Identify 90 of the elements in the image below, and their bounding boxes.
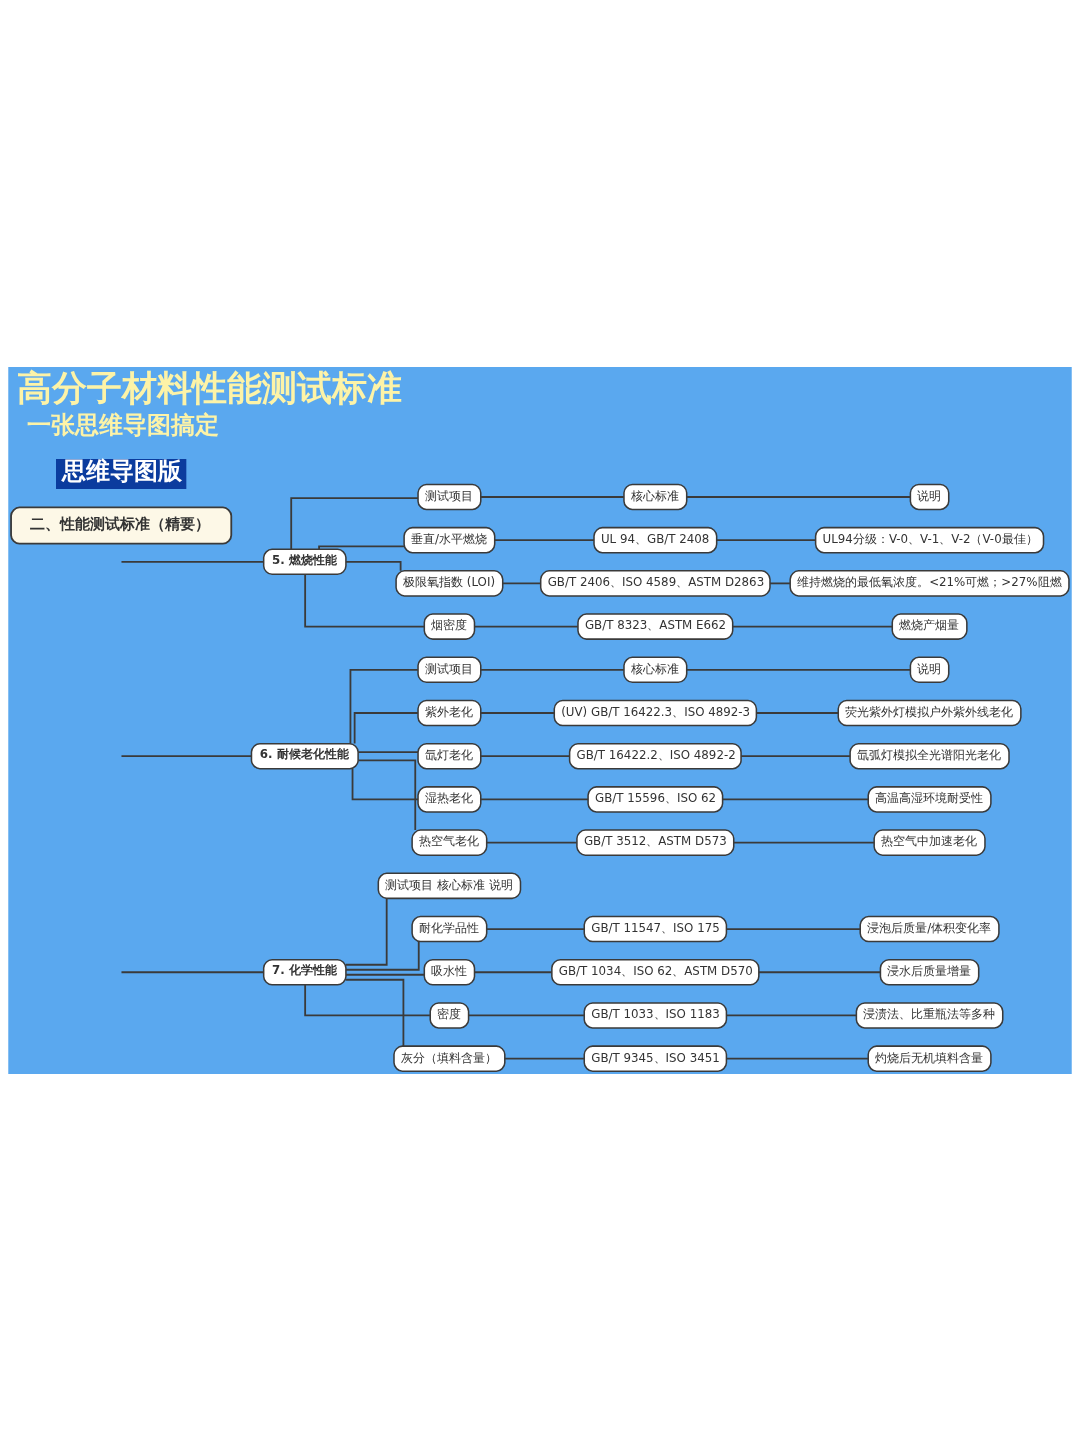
connector	[318, 545, 405, 550]
node-box: 吸水性	[423, 958, 476, 986]
connector	[480, 495, 625, 498]
node-box: GB/T 8323、ASTM E662	[577, 612, 734, 640]
connector	[725, 1057, 869, 1060]
node-box: 荧光紫外灯模拟户外紫外线老化	[837, 699, 1022, 726]
node-box: GB/T 2406、ISO 4589、ASTM D2863	[539, 569, 771, 597]
connector	[290, 496, 419, 550]
node-box: 浸泡后质量/体积变化率	[859, 915, 1000, 942]
connector	[345, 560, 402, 572]
node-box: GB/T 9345、ISO 3451	[583, 1044, 728, 1072]
connector	[480, 711, 556, 714]
node-box: 浸渍法、比重瓶法等多种	[855, 1001, 1004, 1029]
connector	[120, 560, 265, 563]
connector	[503, 1057, 585, 1060]
node-box: GB/T 11547、ISO 175	[583, 915, 728, 942]
connector	[480, 754, 571, 757]
connector	[304, 983, 431, 1016]
label: 一张思维导图搞定	[26, 410, 219, 439]
node-box: GB/T 1033、ISO 1183	[583, 1001, 728, 1029]
node-box: (UV) GB/T 16422.3、ISO 4892-3	[553, 699, 758, 726]
connector	[485, 927, 586, 930]
connector	[473, 625, 579, 627]
node-box: GB/T 3512、ASTM D573	[576, 828, 735, 856]
node-box: GB/T 1034、ISO 62、ASTM D570	[551, 958, 760, 986]
node-box: 7. 化学性能	[262, 958, 347, 986]
node-box: 热空气老化	[411, 828, 488, 856]
node-box: 灰分（填料含量）	[393, 1044, 506, 1072]
node-box: 测试项目 核心标准 说明	[377, 872, 522, 899]
connector	[351, 767, 419, 800]
node-box: 说明	[909, 483, 950, 510]
node-box: 燃烧产烟量	[891, 612, 968, 640]
node-box: 密度	[429, 1001, 470, 1029]
connector	[685, 495, 912, 498]
connector	[769, 582, 791, 584]
connector	[353, 711, 419, 744]
connector	[304, 573, 426, 627]
node-box: 极限氧指数 (LOI)	[395, 569, 504, 597]
node-box: 湿热老化	[417, 785, 482, 813]
node-box: 垂直/水平燃烧	[403, 526, 496, 553]
connector	[120, 970, 265, 973]
node-box: GB/T 16422.2、ISO 4892-2	[568, 742, 742, 770]
connector	[473, 970, 553, 973]
connector	[502, 582, 542, 584]
diagram-title: 高分子材料性能测试标准	[16, 367, 402, 408]
connector	[725, 1014, 858, 1016]
connector	[345, 940, 420, 971]
node-box: 热空气中加速老化	[873, 828, 986, 856]
label: 思维导图版	[62, 456, 183, 485]
connector	[725, 927, 862, 930]
connector	[345, 973, 426, 976]
node-box: 核心标准	[623, 656, 688, 683]
connector	[467, 1014, 586, 1016]
connector	[485, 841, 578, 844]
node-box: 高温高湿环境耐受性	[867, 785, 992, 813]
connector	[480, 798, 589, 800]
node-box: 浸水后质量增量	[879, 958, 980, 986]
node-box: 二、性能测试标准（精要）	[10, 506, 233, 545]
node-box: 核心标准	[623, 483, 688, 510]
node-box: 氙灯老化	[417, 742, 482, 770]
node-box: UL94分级：V-0、V-1、V-2（V-0最佳）	[814, 526, 1045, 553]
node-box: 维持燃烧的最低氧浓度。<21%可燃；>27%阻燃	[789, 569, 1070, 597]
node-box: 灼烧后无机填料含量	[867, 1044, 992, 1072]
connector	[758, 970, 882, 973]
connector	[715, 538, 817, 541]
connector	[733, 841, 875, 844]
node-box: 氙弧灯模拟全光谱阳光老化	[849, 742, 1010, 770]
node-box: 说明	[909, 656, 950, 683]
connector	[685, 668, 912, 671]
node-box: GB/T 15596、ISO 62	[587, 785, 724, 813]
connector	[349, 668, 419, 745]
node-box: 测试项目	[417, 483, 482, 510]
node-box: 6. 耐候老化性能	[250, 742, 359, 770]
connector	[345, 978, 405, 1047]
connector	[357, 759, 417, 831]
node-box: 耐化学品性	[411, 915, 488, 942]
node-box: UL 94、GB/T 2408	[593, 526, 718, 553]
connector	[345, 897, 388, 966]
connector	[740, 754, 851, 757]
connector	[357, 750, 419, 753]
connector	[721, 798, 870, 800]
connector	[755, 711, 840, 714]
node-box: 紫外老化	[417, 699, 482, 726]
node-box: 烟密度	[423, 612, 476, 640]
node-box: 5. 燃烧性能	[262, 547, 347, 575]
connector	[120, 754, 253, 757]
node-box: 测试项目	[417, 656, 482, 683]
connector	[480, 668, 625, 671]
connector	[731, 625, 893, 627]
connector	[493, 538, 595, 541]
